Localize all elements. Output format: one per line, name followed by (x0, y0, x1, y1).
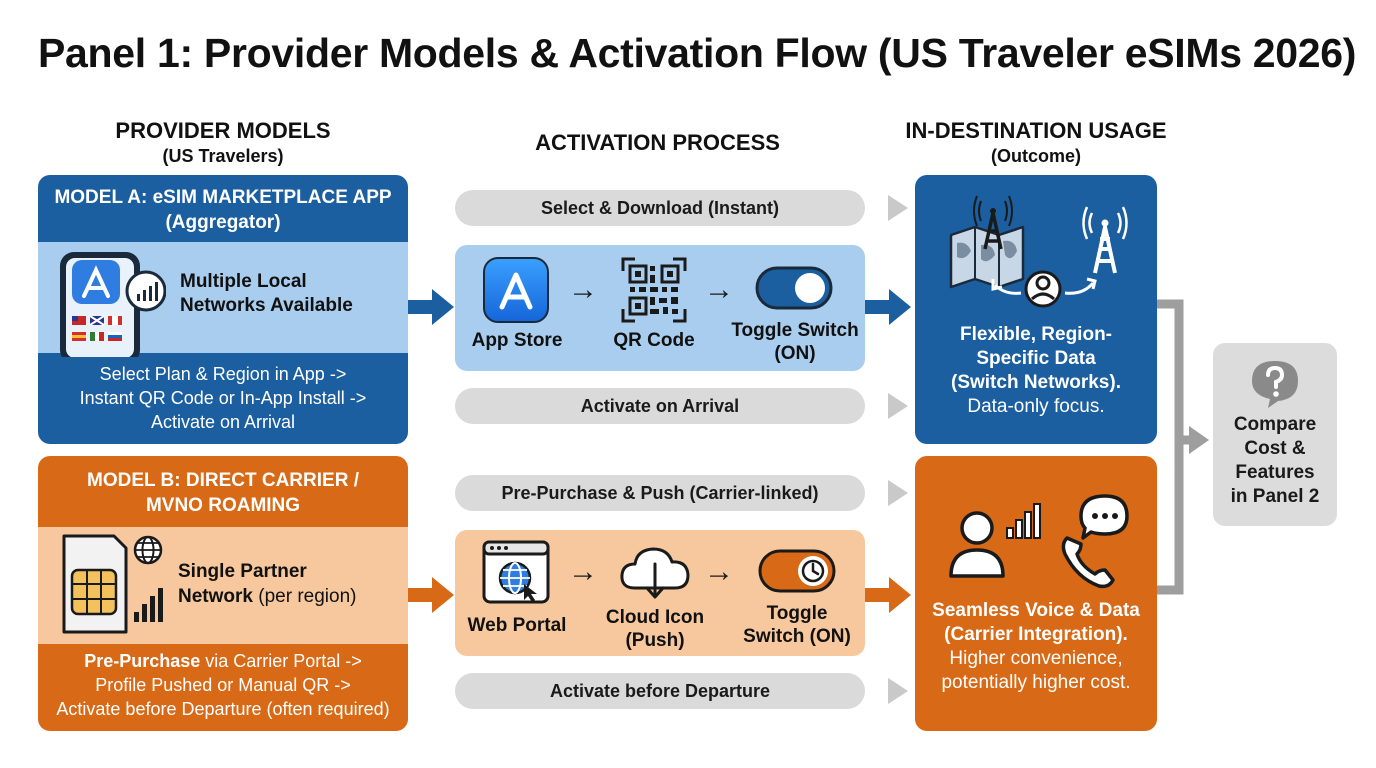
usage-title: IN-DESTINATION USAGE (905, 118, 1167, 143)
toggle-clock-icon (758, 549, 836, 593)
outcome-b-line4: potentially higher cost. (941, 672, 1131, 693)
model-a-feature-line2: Networks Available (180, 295, 353, 316)
model-a-feature-panel: Multiple Local Networks Available (38, 242, 408, 357)
qr-code-label: QR Code (613, 330, 695, 351)
pill-arrow-select-download (888, 195, 908, 221)
app-store-label: App Store (471, 330, 563, 351)
column-header-usage: IN-DESTINATION USAGE (Outcome) (900, 118, 1172, 167)
outcome-b-card: Seamless Voice & Data (Carrier Integrati… (915, 456, 1157, 731)
pill-arrow-pre-purchase-push (888, 480, 908, 506)
model-b-step-3: Activate before Departure (often require… (56, 699, 390, 719)
model-b-step-1-rest: via Carrier Portal -> (200, 651, 362, 671)
step-arrow-1: → (568, 273, 598, 306)
model-a-step-1: Select Plan & Region in App -> (99, 364, 347, 384)
model-a-step-3: Activate on Arrival (150, 412, 296, 432)
toggle-clock-label: Toggle Switch (ON) (727, 602, 867, 648)
page-title: Panel 1: Provider Models & Activation Fl… (38, 30, 1357, 76)
model-b-header: MODEL B: DIRECT CARRIER / MVNO ROAMING (38, 468, 408, 518)
app-store-icon (483, 257, 549, 323)
model-b-feature-line1: Single Partner (178, 561, 307, 582)
compare-text: Compare Cost & Features in Panel 2 (1213, 413, 1337, 509)
model-b-steps: Pre-Purchase via Carrier Portal -> Profi… (38, 649, 408, 721)
web-portal-label: Web Portal (467, 615, 567, 636)
compare-box: Compare Cost & Features in Panel 2 (1213, 343, 1337, 526)
model-a-feature-text: Multiple Local Networks Available (180, 270, 353, 318)
model-b-feature-text: Single Partner Network (per region) (178, 559, 356, 609)
question-icon (1252, 361, 1298, 408)
toggle-switch-label: Toggle Switch (ON) (725, 319, 865, 365)
toggle-clock-label-line1: Toggle (766, 603, 828, 624)
step-arrow-4: → (704, 555, 734, 588)
providers-title: PROVIDER MODELS (115, 118, 331, 143)
outcome-b-line3: Higher convenience, (949, 648, 1123, 669)
outcome-b-line1: Seamless Voice & Data (932, 600, 1140, 621)
model-b-feature-panel: Single Partner Network (per region) (38, 527, 408, 644)
compare-line4: in Panel 2 (1230, 486, 1320, 507)
model-b-feature-per-region: (per region) (252, 586, 357, 607)
outcome-a-line3: (Switch Networks). (951, 372, 1121, 393)
arrow-activation-a-to-outcome (865, 289, 911, 325)
outcome-b-line2: (Carrier Integration). (944, 624, 1128, 645)
toggle-switch-label-line2: (ON) (774, 343, 816, 364)
cloud-icon (620, 547, 690, 599)
web-portal-icon (482, 540, 550, 604)
cloud-label-line1: Cloud Icon (605, 607, 705, 628)
model-b-feature-line2: Network (per region) (178, 584, 356, 609)
model-b-card: MODEL B: DIRECT CARRIER / MVNO ROAMING S… (38, 456, 408, 731)
toggle-clock-label-line2: Switch (ON) (743, 626, 851, 647)
voice-data-icon (949, 494, 1129, 589)
usage-subtitle: (Outcome) (991, 146, 1081, 166)
connector-bracket (1157, 299, 1209, 595)
outcome-b-text: Seamless Voice & Data (Carrier Integrati… (915, 599, 1157, 695)
outcome-a-card: Flexible, Region- Specific Data (Switch … (915, 175, 1157, 444)
model-b-title: MODEL B: DIRECT CARRIER / (87, 470, 359, 491)
column-header-activation: ACTIVATION PROCESS (455, 130, 860, 156)
cloud-label: Cloud Icon (Push) (593, 606, 717, 652)
providers-subtitle: (US Travelers) (162, 146, 284, 166)
phone-app-icon (60, 252, 166, 357)
pill-activate-arrival: Activate on Arrival (455, 388, 865, 424)
outcome-a-line2: Specific Data (976, 348, 1096, 369)
arrow-model-a-to-activation (408, 289, 454, 325)
sim-card-icon (62, 534, 163, 634)
pill-activate-departure: Activate before Departure (455, 673, 865, 709)
cloud-label-line2: (Push) (625, 630, 685, 651)
pill-arrow-activate-arrival (888, 393, 908, 419)
model-a-card: MODEL A: eSIM MARKETPLACE APP (Aggregato… (38, 175, 408, 444)
model-a-steps: Select Plan & Region in App -> Instant Q… (38, 362, 408, 434)
activation-b-flow: Web Portal → Cloud Icon (Push) → Toggle … (455, 530, 865, 656)
step-arrow-3: → (568, 555, 598, 588)
model-a-step-2: Instant QR Code or In-App Install -> (79, 388, 367, 408)
model-b-step-1-bold: Pre-Purchase (84, 651, 201, 671)
model-a-subtitle: (Aggregator) (165, 212, 281, 233)
arrow-activation-b-to-outcome (865, 577, 911, 613)
compare-line1: Compare (1233, 414, 1317, 435)
model-a-header: MODEL A: eSIM MARKETPLACE APP (Aggregato… (38, 185, 408, 235)
model-b-step-1: Pre-Purchase via Carrier Portal -> (38, 649, 408, 673)
compare-line3: Features (1235, 462, 1315, 483)
outcome-a-text: Flexible, Region- Specific Data (Switch … (915, 323, 1157, 419)
outcome-a-line4: Data-only focus. (967, 396, 1105, 417)
arrow-model-b-to-activation (408, 577, 454, 613)
pill-select-download: Select & Download (Instant) (455, 190, 865, 226)
pill-arrow-activate-departure (888, 678, 908, 704)
model-b-step-2: Profile Pushed or Manual QR -> (95, 675, 351, 695)
activation-a-flow: App Store → QR Code → Toggle Switch (ON) (455, 245, 865, 371)
model-a-feature-line1: Multiple Local (180, 271, 307, 292)
compare-line2: Cost & (1244, 438, 1306, 459)
activation-title: ACTIVATION PROCESS (535, 130, 780, 155)
step-arrow-2: → (704, 273, 734, 306)
model-a-title: MODEL A: eSIM MARKETPLACE APP (54, 187, 392, 208)
network-map-icon (949, 195, 1128, 308)
model-b-feature-network: Network (178, 586, 253, 607)
outcome-a-line1: Flexible, Region- (959, 324, 1113, 345)
model-b-subtitle: MVNO ROAMING (145, 495, 301, 516)
toggle-switch-label-line1: Toggle Switch (731, 320, 859, 341)
toggle-switch-icon (755, 266, 833, 310)
pill-pre-purchase-push: Pre-Purchase & Push (Carrier-linked) (455, 475, 865, 511)
qr-code-icon (621, 257, 687, 323)
column-header-providers: PROVIDER MODELS (US Travelers) (40, 118, 406, 167)
